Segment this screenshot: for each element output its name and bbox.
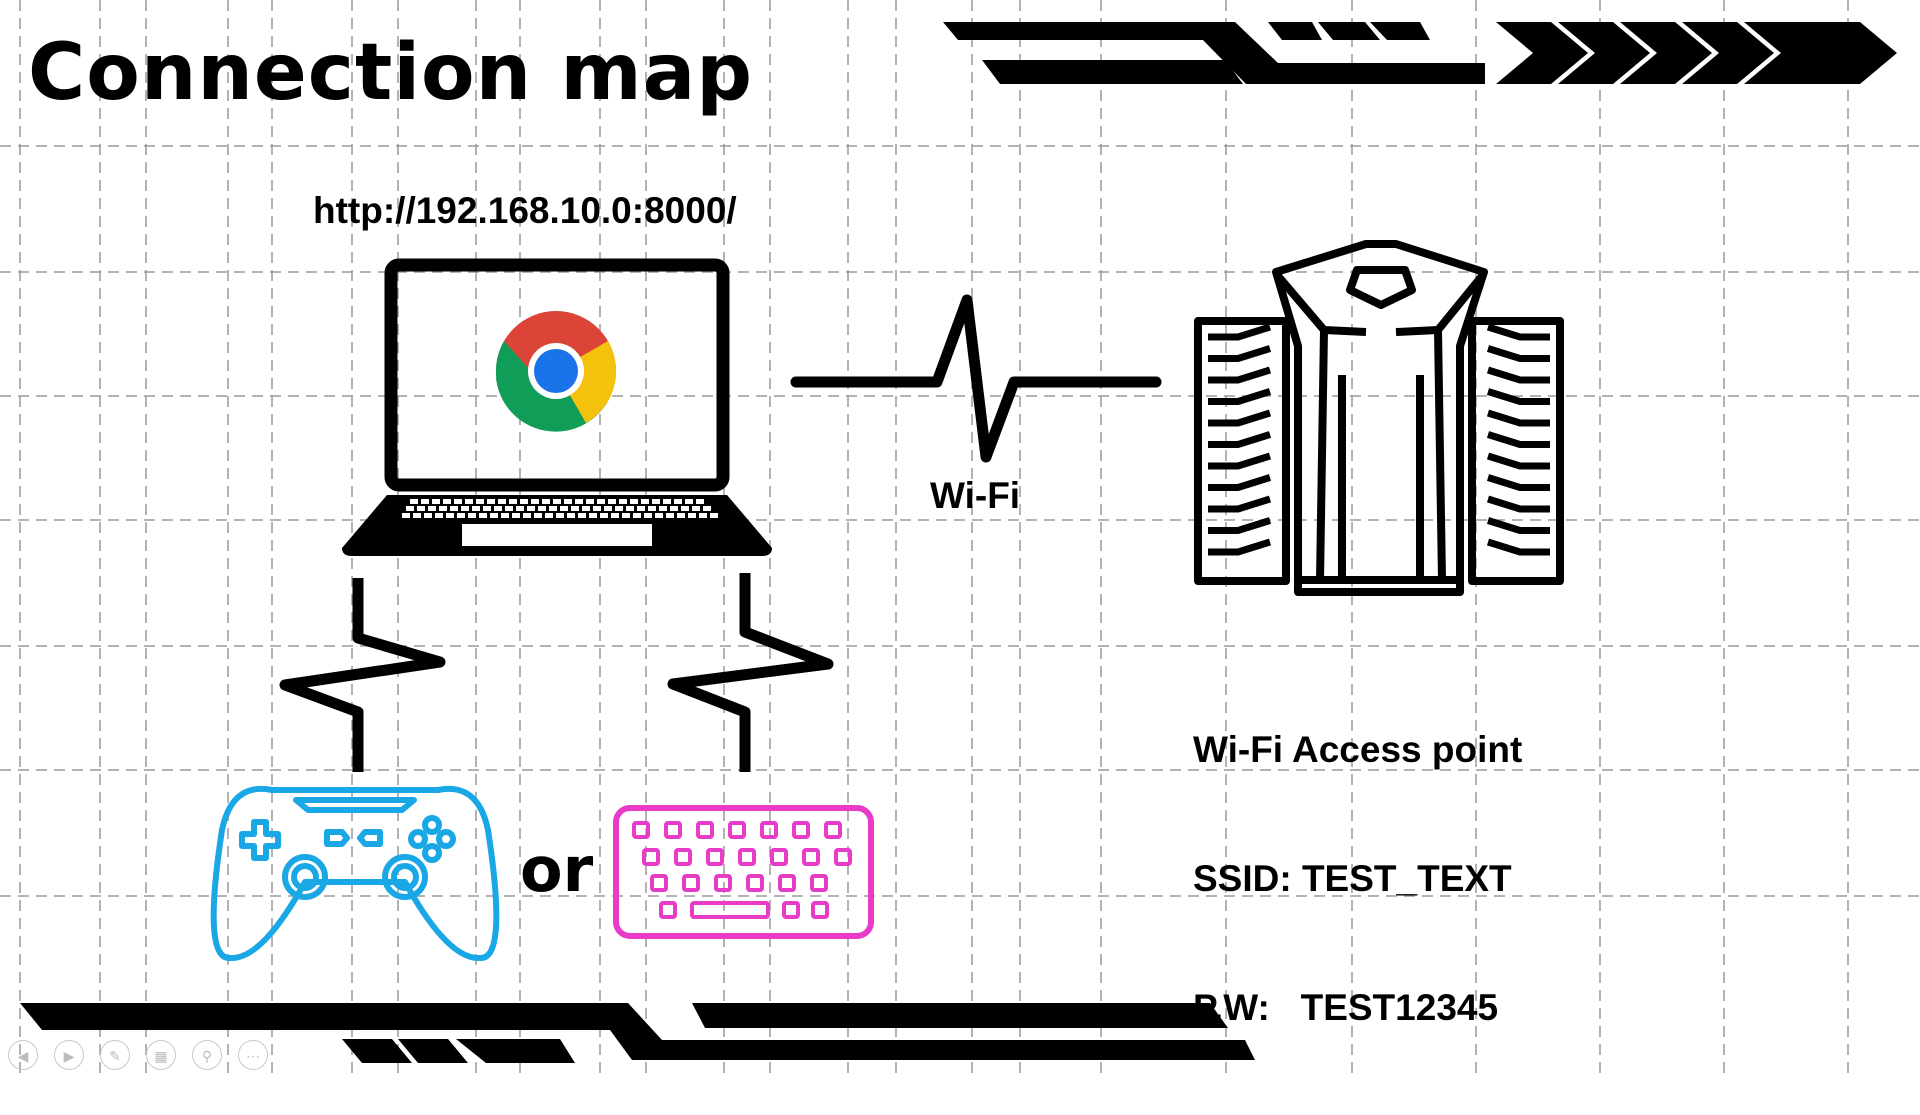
gamepad-link bbox=[279, 578, 446, 772]
more-icon[interactable]: ⋯ bbox=[238, 1040, 268, 1070]
top-stripe-upper bbox=[943, 22, 1485, 84]
laptop-trackpad bbox=[462, 524, 652, 546]
slides-icon[interactable]: ▦ bbox=[146, 1040, 176, 1070]
bottom-tab-2 bbox=[398, 1039, 468, 1063]
chevron-5 bbox=[1744, 22, 1897, 84]
password-line: P.W: TEST12345 bbox=[1193, 987, 1499, 1028]
laptop-screen bbox=[384, 258, 730, 492]
bottom-stripe-right bbox=[692, 1003, 1228, 1028]
access-point-icon bbox=[1194, 240, 1564, 596]
keyboard-link bbox=[667, 573, 834, 772]
ssid-line: SSID: TEST_TEXT bbox=[1193, 858, 1512, 899]
laptop-icon bbox=[342, 258, 772, 556]
ap-right-panel bbox=[1468, 317, 1564, 585]
access-point-title: Wi-Fi Access point bbox=[1193, 729, 1523, 770]
or-label: or bbox=[520, 833, 594, 906]
wifi-label: Wi-Fi bbox=[930, 475, 1021, 516]
top-tab-1 bbox=[1268, 22, 1322, 40]
ap-body bbox=[1272, 240, 1488, 596]
chevron-4 bbox=[1682, 22, 1774, 84]
bottom-tab-4 bbox=[512, 1039, 575, 1063]
ap-hex bbox=[1346, 266, 1416, 309]
chevron-2 bbox=[1558, 22, 1650, 84]
pen-icon[interactable]: ✎ bbox=[100, 1040, 130, 1070]
top-deco-stripes bbox=[943, 22, 1897, 84]
slide-canvas: Connection map http://192.168.10.0:8000/… bbox=[0, 0, 1920, 1080]
gamepad-icon bbox=[210, 785, 500, 961]
zoom-icon[interactable]: ⚲ bbox=[192, 1040, 222, 1070]
server-url: http://192.168.10.0:8000/ bbox=[313, 190, 737, 231]
wireless-links bbox=[279, 573, 834, 772]
laptop-keyboard-keys bbox=[402, 499, 718, 518]
keyboard-icon bbox=[613, 805, 874, 939]
top-tab-3 bbox=[1370, 22, 1430, 40]
previous-icon[interactable]: ◀ bbox=[8, 1040, 38, 1070]
bottom-tab-1 bbox=[342, 1039, 412, 1063]
bottom-stripe-left bbox=[20, 1003, 1255, 1060]
wifi-signal-line bbox=[790, 294, 1162, 463]
slide-title: Connection map bbox=[28, 28, 754, 118]
bottom-deco-stripes bbox=[20, 1003, 1255, 1063]
ap-left-panel bbox=[1194, 317, 1290, 585]
top-tab-2 bbox=[1318, 22, 1380, 40]
access-point-info: Wi-Fi Access point SSID: TEST_TEXT P.W: … bbox=[1193, 642, 1522, 1115]
chrome-icon bbox=[495, 311, 617, 432]
gamepad-dpad bbox=[239, 819, 281, 861]
next-icon[interactable]: ▶ bbox=[54, 1040, 84, 1070]
chevron-1 bbox=[1496, 22, 1588, 84]
chevron-3 bbox=[1620, 22, 1712, 84]
top-stripe-lower bbox=[982, 60, 1243, 84]
